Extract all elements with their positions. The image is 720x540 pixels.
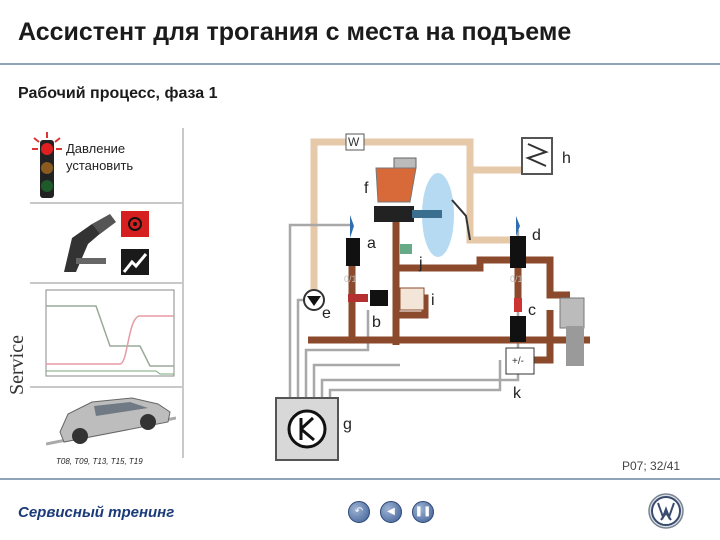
hydraulic-diagram: W 0/1 0/1 +/- <box>275 133 590 461</box>
service-label: Service <box>6 335 28 395</box>
label-k: k <box>513 385 521 402</box>
back-icon: ↶ <box>354 506 364 517</box>
foot-on-pedal-icon <box>64 214 116 272</box>
pump-label: +/- <box>512 356 524 367</box>
sensor-j <box>400 244 412 254</box>
pause-button[interactable]: ❚❚ <box>412 501 434 523</box>
panel-divider <box>30 386 182 388</box>
page-title: Ассистент для трогания с места на подъем… <box>18 18 572 46</box>
pressure-label: Давление установить <box>66 140 133 174</box>
slide-subtitle: Рабочий процесс, фаза 1 <box>18 85 218 102</box>
master-cylinder <box>374 206 414 222</box>
label-i: i <box>431 292 435 309</box>
wheel-brake-cylinder <box>559 297 585 329</box>
label-a: a <box>367 235 376 252</box>
pause-icon: ❚❚ <box>414 506 432 517</box>
wire-a <box>288 223 350 400</box>
label-j: j <box>419 255 423 272</box>
valve-b <box>370 290 388 306</box>
hill-icon <box>121 249 149 275</box>
label-h: h <box>562 150 571 167</box>
model-codes: T08, T09, T13, T15, T19 <box>56 457 143 466</box>
valve-a <box>346 238 360 266</box>
valve-d-state: 0/1 <box>510 274 523 284</box>
pressure-curve-graph <box>45 289 175 377</box>
label-e: e <box>322 305 331 322</box>
pump-k <box>505 347 535 375</box>
valve-a-state: 0/1 <box>344 274 357 284</box>
footer-divider <box>0 478 720 480</box>
pressure-label-line1: Давление <box>66 141 126 156</box>
panel-divider <box>30 282 182 284</box>
label-g: g <box>343 416 352 433</box>
prev-icon: ◀ <box>387 506 395 517</box>
vw-logo <box>648 493 684 529</box>
page-number: P07; 32/41 <box>622 459 681 473</box>
reservoir-f <box>375 167 417 203</box>
valve-c <box>510 316 526 342</box>
spring-valve-h <box>521 137 553 175</box>
brake-warning-icon <box>121 211 149 237</box>
pressure-label-line2: установить <box>66 158 134 173</box>
pressure-sensor-top <box>345 133 365 151</box>
left-illustration-panel: Давление установить <box>30 128 184 458</box>
label-c: c <box>528 302 536 319</box>
header-divider <box>0 63 720 65</box>
back-button[interactable]: ↶ <box>348 501 370 523</box>
svg-text:W: W <box>348 135 360 149</box>
check-valve-i <box>399 287 425 311</box>
footer-label: Сервисный тренинг <box>18 504 175 521</box>
traffic-light-icon <box>32 132 62 198</box>
panel-divider <box>30 202 182 204</box>
prev-button[interactable]: ◀ <box>380 501 402 523</box>
label-d: d <box>532 227 541 244</box>
valve-d <box>510 236 526 268</box>
car-on-slope-image <box>46 397 176 446</box>
label-b: b <box>372 314 381 331</box>
label-f: f <box>364 180 369 197</box>
